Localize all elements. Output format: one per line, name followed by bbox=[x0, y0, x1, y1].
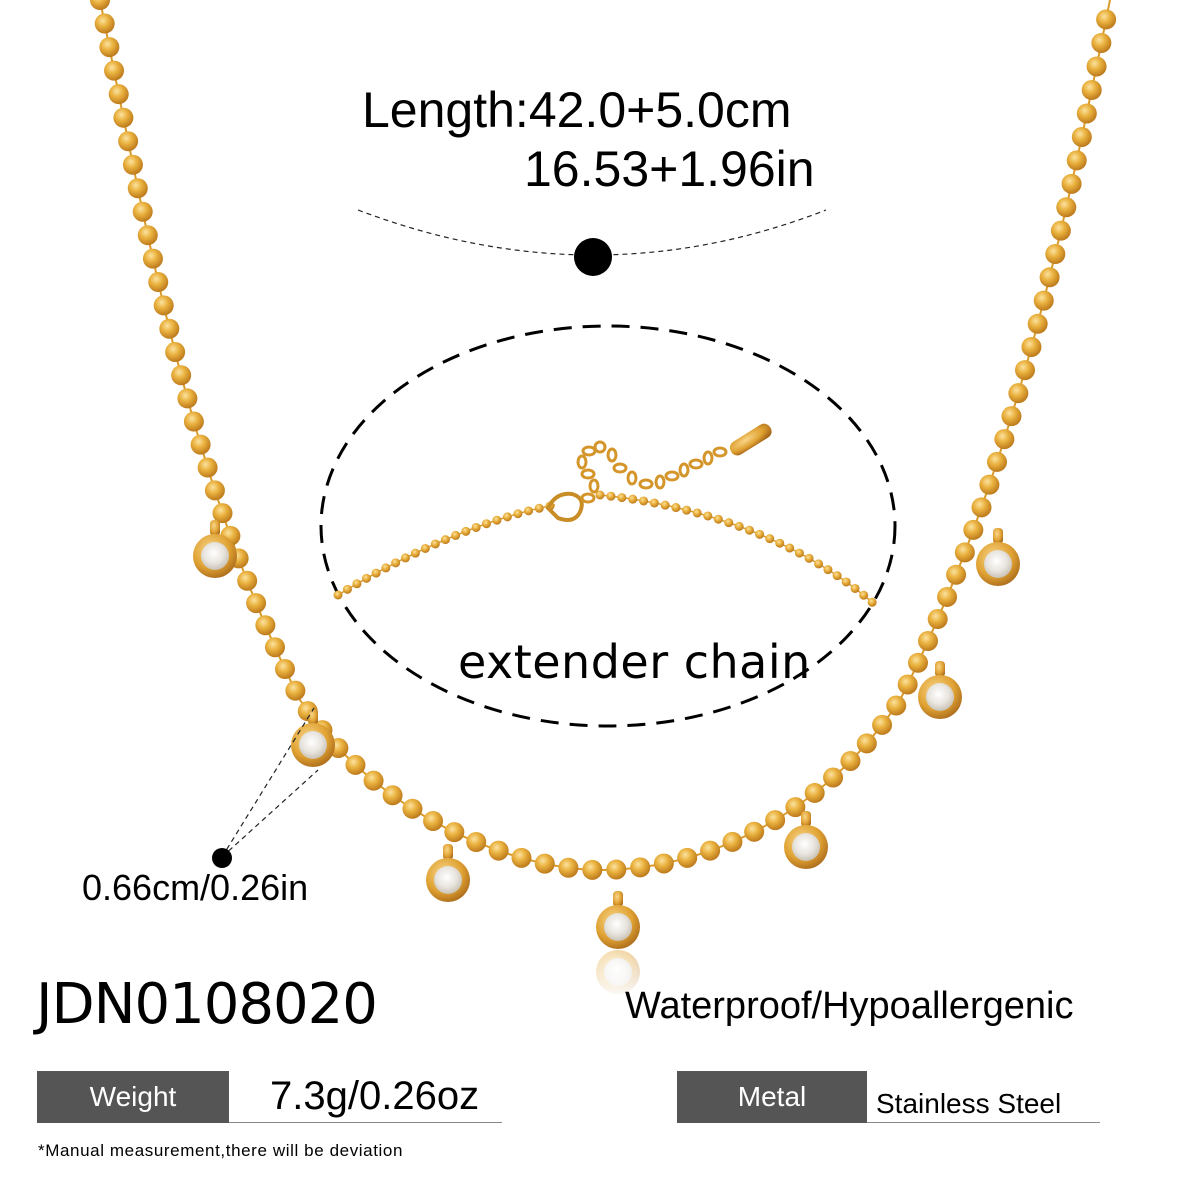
extender-inset-outline bbox=[319, 324, 897, 728]
weight-label: Weight bbox=[37, 1071, 229, 1123]
weight-value: 7.3g/0.26oz bbox=[270, 1074, 480, 1118]
pendant-size-guide bbox=[212, 707, 319, 868]
length-guide-dot bbox=[574, 238, 612, 276]
length-title: Length:42.0+5.0cm bbox=[362, 82, 792, 138]
weight-underline bbox=[229, 1122, 502, 1123]
weight-label-text: Weight bbox=[89, 1081, 177, 1112]
metal-value: Stainless Steel bbox=[876, 1088, 1062, 1119]
pendant-size-label: 0.66cm/0.26in bbox=[82, 867, 309, 908]
metal-underline bbox=[867, 1122, 1100, 1123]
chain-beads bbox=[90, 0, 1117, 880]
length-imperial: 16.53+1.96in bbox=[524, 141, 815, 197]
extender-chain-image bbox=[333, 423, 877, 607]
crystal-pendants bbox=[193, 520, 1020, 1000]
measurement-footnote: *Manual measurement,there will be deviat… bbox=[38, 1141, 404, 1160]
product-sku: JDN0108020 bbox=[36, 972, 378, 1037]
metal-label-text: Metal bbox=[737, 1081, 807, 1112]
feature-text: Waterproof/Hypoallergenic bbox=[625, 985, 1074, 1027]
extender-chain-label: extender chain bbox=[458, 635, 811, 689]
metal-label: Metal bbox=[677, 1071, 867, 1123]
